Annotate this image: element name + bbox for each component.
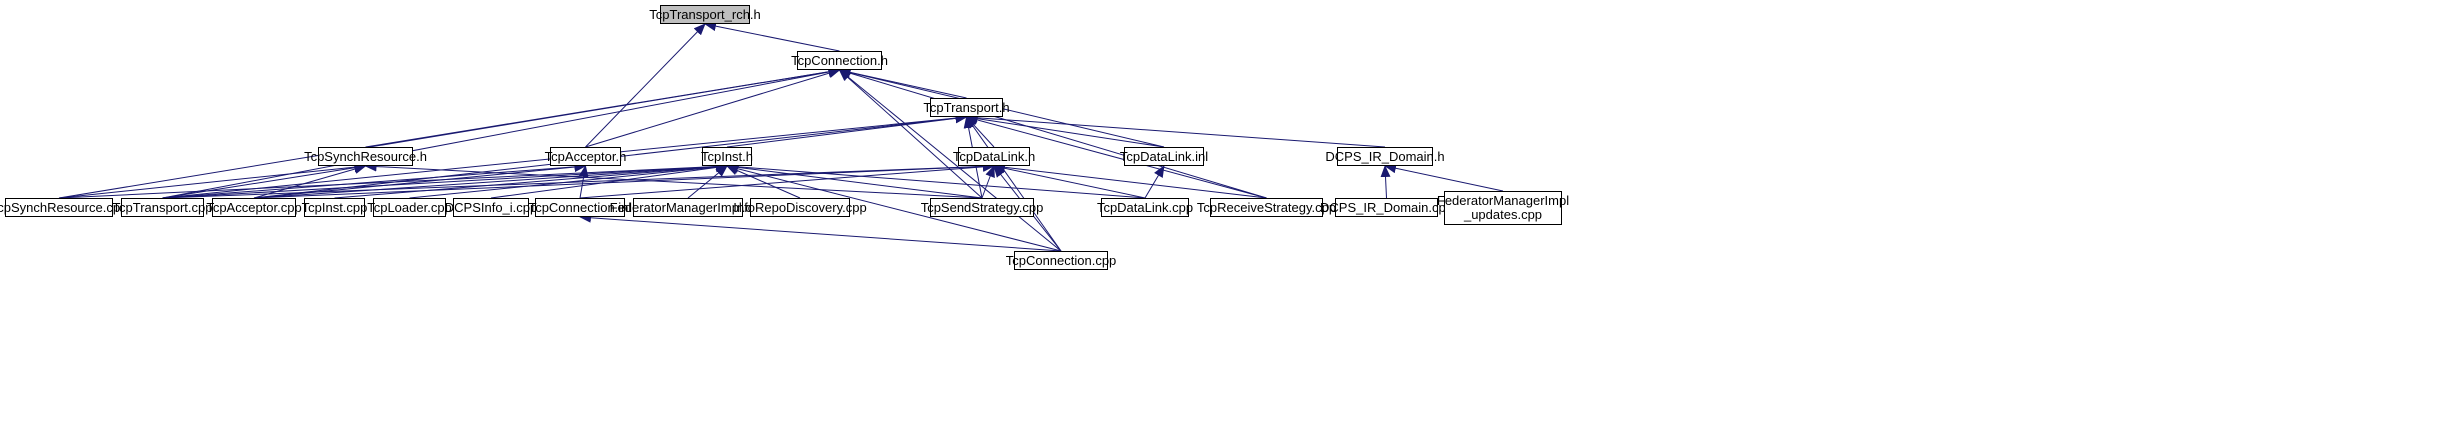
node-tcptransport-cpp: TcpTransport.cpp <box>113 198 212 217</box>
node-federatormanagerimpl-updates-cpp: FederatorManagerImpl _updates.cpp <box>1437 191 1569 225</box>
edge-tcpconnection_cpp-to-tcpconnection_h <box>838 69 1062 252</box>
edge-tcpsendstrategy_cpp-to-tcpsynchresource_h <box>364 161 983 199</box>
node-dcps-ir-domain-h: DCPS_IR_Domain.h <box>1325 147 1445 166</box>
edge-dcps_ir_domain_h-to-tcptransport_h <box>965 112 1386 148</box>
node-tcptransport-rch-h: TcpTransport_rch.h <box>649 5 761 24</box>
node-tcpreceivestrategy-cpp: TcpReceiveStrategy.cpp <box>1197 198 1336 217</box>
edge-tcpinst_cpp-to-tcpinst_h <box>334 161 728 199</box>
node-federatormanagerimpl-cpp: FederatorManagerImpl.cpp <box>610 198 766 217</box>
edge-tcpconnection_cpp-to-tcptransport_h <box>965 116 1062 252</box>
edge-tcpacceptor_cpp-to-tcpsynchresource_h <box>253 164 367 199</box>
edge-tcpconnection_cpp-to-tcpinst_h <box>726 163 1062 252</box>
edge-tcpconnection_h-to-tcptransport_rch_h <box>704 21 840 52</box>
edge-federatormanagerimpl_cpp-to-tcpinst_h <box>687 165 728 199</box>
node-tcpdatalink-inl: TcpDataLink.inl <box>1120 147 1208 166</box>
edge-tcpacceptor_cpp-to-tcpdatalink_h <box>253 161 995 199</box>
edge-tcpsendstrategy_cpp-to-tcpdatalink_h <box>981 165 995 199</box>
edge-tcpacceptor_h-to-tcpconnection_h <box>585 68 841 148</box>
edge-tcptransport_cpp-to-tcpsynchresource_h <box>162 162 367 199</box>
edge-federatormanagerimpl_updates_cpp-to-dcps_ir_domain_h <box>1384 163 1504 192</box>
edge-tcpdatalink_cpp-to-tcpdatalink_inl <box>1144 165 1165 199</box>
node-dcps-ir-domain-cpp: DCPS_IR_Domain.cpp <box>1320 198 1453 217</box>
edge-tcpdatalink_cpp-to-tcpinst_h <box>726 161 1146 199</box>
node-tcpconnection-h: TcpConnection.h <box>791 51 888 70</box>
node-tcpconnection-inl: TcpConnection.inl <box>529 198 631 217</box>
edge-tcpacceptor_h-to-tcptransport_rch_h <box>585 23 706 148</box>
edge-dcpsinfo_i_cpp-to-tcpinst_h <box>490 162 728 199</box>
edge-tcpreceivestrategy_cpp-to-tcpdatalink_h <box>993 162 1267 199</box>
node-tcpacceptor-cpp: TcpAcceptor.cpp <box>206 198 302 217</box>
edge-tcpdatalink_inl-to-tcptransport_h <box>965 113 1165 148</box>
edge-dcps_ir_domain_cpp-to-dcps_ir_domain_h <box>1380 165 1391 199</box>
edge-tcpsendstrategy_cpp-to-tcpconnection_h <box>838 69 983 199</box>
edge-tcpsynchresource_cpp-to-tcpconnection_h <box>58 66 841 199</box>
node-tcpinst-cpp: TcpInst.cpp <box>302 198 367 217</box>
edge-tcptransport_cpp-to-tcpacceptor_h <box>162 161 587 199</box>
node-tcpsynchresource-h: TcpSynchResource.h <box>304 147 427 166</box>
node-tcpsynchresource-cpp: TcpSynchResource.cpp <box>0 198 127 217</box>
edge-tcpconnection_inl-to-tcpdatalink_h <box>579 161 995 199</box>
edge-tcpsendstrategy_cpp-to-tcpinst_h <box>726 162 983 199</box>
node-tcpdatalink-cpp: TcpDataLink.cpp <box>1097 198 1193 217</box>
node-tcpdatalink-h: TcpDataLink.h <box>953 147 1035 166</box>
edge-tcpsynchresource_cpp-to-tcpsynchresource_h <box>58 162 367 199</box>
edge-tcptransport_cpp-to-tcpinst_h <box>162 161 728 199</box>
edge-tcpconnection_cpp-to-tcpconnection_inl <box>579 212 1062 252</box>
node-tcptransport-h: TcpTransport.h <box>923 98 1010 117</box>
node-tcpinst-h: TcpInst.h <box>701 147 753 166</box>
edge-tcpacceptor_cpp-to-tcpinst_h <box>253 161 728 199</box>
edge-inforepodiscovery_cpp-to-tcpinst_h <box>726 165 801 199</box>
node-dcpsinfo-i-cpp: DCPSInfo_i.cpp <box>445 198 537 217</box>
node-inforepodiscovery-cpp: InfoRepoDiscovery.cpp <box>733 198 867 217</box>
node-tcpacceptor-h: TcpAcceptor.h <box>545 147 626 166</box>
edge-tcptransport_cpp-to-tcpdatalink_h <box>162 161 995 199</box>
node-tcpsendstrategy-cpp: TcpSendStrategy.cpp <box>921 198 1043 217</box>
node-tcpconnection-cpp: TcpConnection.cpp <box>1006 251 1116 270</box>
edge-tcpdatalink_cpp-to-tcpdatalink_h <box>993 163 1146 199</box>
edge-tcpsynchresource_cpp-to-tcpinst_h <box>58 161 728 199</box>
edge-tcpreceivestrategy_cpp-to-tcptransport_h <box>965 115 1267 199</box>
edge-tcpdatalink_h-to-tcptransport_h <box>965 116 995 148</box>
edge-tcpreceivestrategy_cpp-to-tcpconnection_h <box>838 68 1267 199</box>
node-tcploader-cpp: TcpLoader.cpp <box>367 198 452 217</box>
edge-tcptransport_cpp-to-tcpconnection_h <box>162 67 841 199</box>
dependency-edges <box>58 21 1504 252</box>
